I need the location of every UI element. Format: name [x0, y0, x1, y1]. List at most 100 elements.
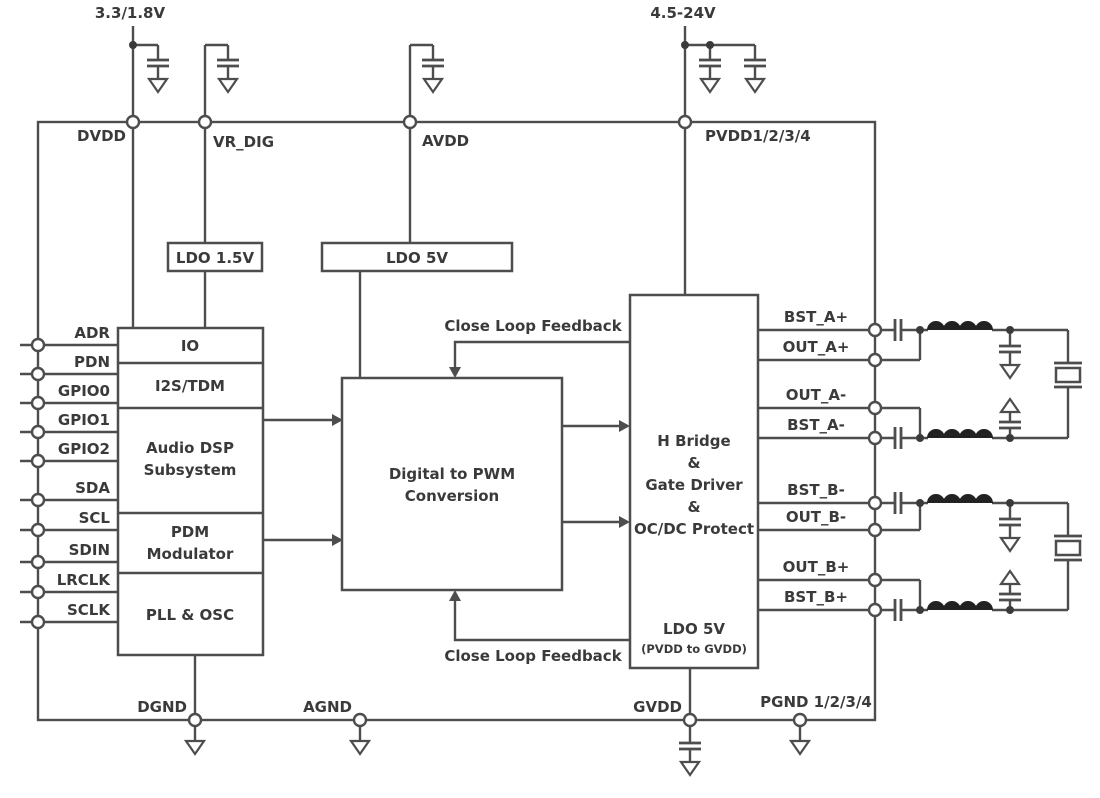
- rail-pvdd-label: PVDD1/2/3/4: [705, 127, 811, 145]
- pin-gpio2: [30, 453, 46, 469]
- pin-label-out-a-plus: OUT_A+: [783, 338, 850, 356]
- pin-label-gpio0: GPIO0: [58, 382, 110, 400]
- pin-adr: [30, 337, 46, 353]
- junction-dots: [129, 41, 1014, 614]
- pin-label-sda: SDA: [75, 479, 110, 497]
- ground-icon: [348, 739, 372, 756]
- dsp-block-label-1: Audio DSP: [146, 439, 234, 457]
- rail-vr-dig-label: VR_DIG: [213, 133, 274, 151]
- power-wires: [36, 26, 877, 762]
- pin-out-b-minus: [867, 522, 883, 538]
- pin-label-adr: ADR: [74, 324, 110, 342]
- speaker-b-icon: [1054, 534, 1082, 562]
- pin-pvdd: [677, 114, 693, 130]
- supply-right-label: 4.5-24V: [650, 4, 716, 22]
- pin-bst-a-plus: [867, 322, 883, 338]
- hbridge-ldo-sub-label: (PVDD to GVDD): [641, 642, 747, 656]
- supply-left-label: 3.3/1.8V: [95, 4, 166, 22]
- pin-gvdd: [682, 712, 698, 728]
- hbridge-ldo-label: LDO 5V: [663, 620, 725, 638]
- pin-label-out-b-plus: OUT_B+: [783, 558, 850, 576]
- speaker-load-icons: [1054, 361, 1082, 562]
- inductor-icon: [927, 429, 993, 439]
- ldo-1v5-label: LDO 1.5V: [176, 249, 255, 267]
- ground-icon: [698, 77, 722, 94]
- pin-label-gpio1: GPIO1: [58, 411, 110, 429]
- pin-label-dgnd: DGND: [137, 698, 187, 716]
- left-pin-wires: [20, 343, 118, 624]
- pin-out-b-plus: [867, 572, 883, 588]
- ground-icon: [678, 760, 702, 777]
- ground-icon: [743, 77, 767, 94]
- pin-label-out-a-minus: OUT_A-: [786, 386, 847, 404]
- ldo-5v-block: [320, 241, 514, 273]
- ground-icon: [421, 77, 445, 94]
- ldo-1v5-block: [166, 241, 264, 273]
- pll-osc-block-label: PLL & OSC: [146, 606, 234, 624]
- pin-label-sclk: SCLK: [67, 601, 111, 619]
- pin-bst-a-minus: [867, 430, 883, 446]
- ground-icon: [998, 363, 1022, 380]
- pin-label-pgnd: PGND 1/2/3/4: [760, 693, 872, 711]
- hbridge-label-5: OC/DC Protect: [634, 520, 754, 538]
- pin-vr-dig: [197, 114, 213, 130]
- dsp-block-label-2: Subsystem: [144, 461, 237, 479]
- inductor-icon: [927, 601, 993, 611]
- pin-bst-b-minus: [867, 495, 883, 511]
- pdm-block-label-1: PDM: [171, 523, 209, 541]
- pwm-conversion-block: [340, 376, 564, 592]
- feedback-top-label: Close Loop Feedback: [444, 317, 622, 335]
- rail-avdd-label: AVDD: [422, 132, 469, 150]
- hbridge-block: [628, 293, 760, 670]
- pin-label-gpio2: GPIO2: [58, 440, 110, 458]
- signal-arrows: [263, 340, 630, 642]
- pin-dgnd: [187, 712, 203, 728]
- pin-sda: [30, 492, 46, 508]
- pin-avdd: [402, 114, 418, 130]
- pin-label-pdn: PDN: [74, 353, 110, 371]
- pin-bst-b-plus: [867, 602, 883, 618]
- labels: 3.3/1.8V 4.5-24V DVDD VR_DIG AVDD PVDD1/…: [57, 4, 872, 716]
- rail-dvdd-label: DVDD: [77, 127, 126, 145]
- i2s-tdm-block-label: I2S/TDM: [155, 377, 225, 395]
- pin-label-agnd: AGND: [303, 698, 352, 716]
- pin-label-bst-a-plus: BST_A+: [784, 308, 848, 326]
- pin-label-bst-b-minus: BST_B-: [787, 481, 845, 499]
- pwm-block-label-2: Conversion: [405, 487, 499, 505]
- pin-gpio0: [30, 395, 46, 411]
- ldo-5v-label: LDO 5V: [386, 249, 448, 267]
- feedback-bottom-label: Close Loop Feedback: [444, 647, 622, 665]
- io-block-label: IO: [181, 337, 199, 355]
- ground-icon: [998, 536, 1022, 553]
- ground-icon: [998, 569, 1022, 586]
- hbridge-label-3: Gate Driver: [645, 476, 743, 494]
- pin-label-out-b-minus: OUT_B-: [786, 508, 846, 526]
- pin-label-scl: SCL: [79, 509, 111, 527]
- pwm-block-label-1: Digital to PWM: [389, 465, 515, 483]
- ground-icon: [216, 77, 240, 94]
- ground-symbols: [146, 77, 1022, 777]
- pin-label-bst-a-minus: BST_A-: [787, 416, 845, 434]
- ground-icon: [146, 77, 170, 94]
- pin-gpio1: [30, 424, 46, 440]
- pins: [30, 114, 883, 728]
- inductor-icons: [927, 321, 993, 611]
- pin-label-lrclk: LRCLK: [57, 571, 112, 589]
- inductor-icon: [927, 321, 993, 331]
- pin-sdin: [30, 554, 46, 570]
- pin-label-gvdd: GVDD: [633, 698, 682, 716]
- hbridge-label-1: H Bridge: [657, 432, 730, 450]
- pin-pgnd: [792, 712, 808, 728]
- pin-label-bst-b-plus: BST_B+: [784, 588, 848, 606]
- pin-agnd: [352, 712, 368, 728]
- pin-sclk: [30, 614, 46, 630]
- pin-scl: [30, 522, 46, 538]
- chip-outline: [36, 120, 877, 722]
- blocks: [116, 241, 760, 670]
- ground-icon: [998, 397, 1022, 414]
- pin-out-a-plus: [867, 352, 883, 368]
- pin-dvdd: [125, 114, 141, 130]
- pin-pdn: [30, 366, 46, 382]
- hbridge-label-2: &: [687, 454, 700, 472]
